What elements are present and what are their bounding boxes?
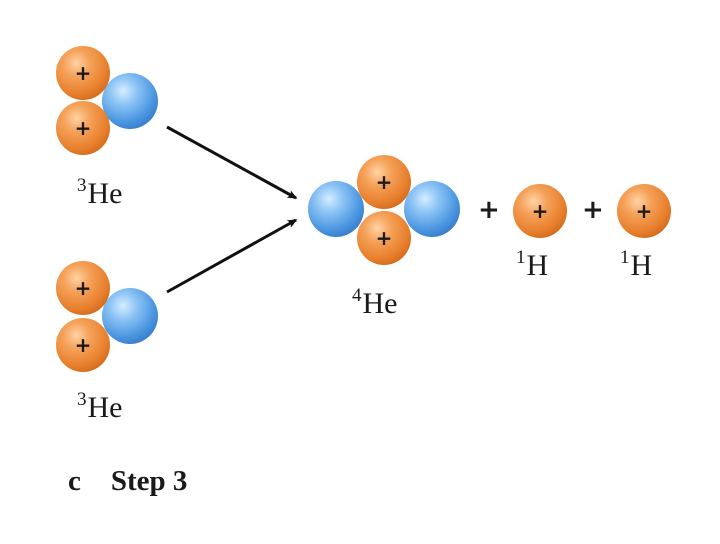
proton (56, 261, 110, 315)
element-symbol: He (87, 177, 123, 210)
neutron (404, 181, 460, 237)
proton (357, 155, 411, 209)
proton (513, 184, 567, 238)
reaction-arrow-top (166, 125, 298, 200)
he3-bottom-nucleus: + + (56, 261, 158, 372)
charge-sign: + (75, 61, 92, 85)
he3-top-nucleus: + + (56, 46, 158, 155)
mass-number: 1 (516, 247, 526, 268)
mass-number: 3 (77, 175, 87, 196)
proton (617, 184, 671, 238)
proton (56, 46, 110, 100)
charge-sign: + (75, 276, 92, 300)
plus-operator: + (478, 195, 500, 225)
charge-sign: + (75, 333, 92, 357)
h1-first-label: 1H (516, 248, 548, 281)
proton (357, 211, 411, 265)
mass-number: 4 (352, 285, 362, 306)
h1-second-label: 1H (620, 248, 652, 281)
element-symbol: He (87, 391, 123, 424)
element-symbol: H (526, 249, 549, 282)
charge-sign: + (376, 226, 393, 250)
h1-second-nucleus: + (617, 184, 671, 238)
neutron (102, 73, 158, 129)
element-symbol: He (362, 287, 398, 320)
neutron (308, 181, 364, 237)
he3-bottom-label: 3He (77, 390, 122, 423)
charge-sign: + (376, 170, 393, 194)
reaction-arrow-bottom (166, 218, 298, 294)
charge-sign: + (636, 199, 653, 223)
proton (56, 318, 110, 372)
panel-letter: c (68, 465, 81, 497)
proton (56, 101, 110, 155)
h1-first-nucleus: + (513, 184, 567, 238)
mass-number: 3 (77, 389, 87, 410)
he3-top-label: 3He (77, 176, 122, 209)
he4-nucleus: + + (308, 155, 460, 265)
element-symbol: H (630, 249, 653, 282)
he4-label: 4He (352, 286, 397, 319)
charge-sign: + (75, 116, 92, 140)
figure-caption: c Step 3 (68, 467, 187, 496)
mass-number: 1 (620, 247, 630, 268)
neutron (102, 288, 158, 344)
plus-operator: + (582, 195, 604, 225)
charge-sign: + (532, 199, 549, 223)
caption-title: Step 3 (110, 465, 188, 497)
